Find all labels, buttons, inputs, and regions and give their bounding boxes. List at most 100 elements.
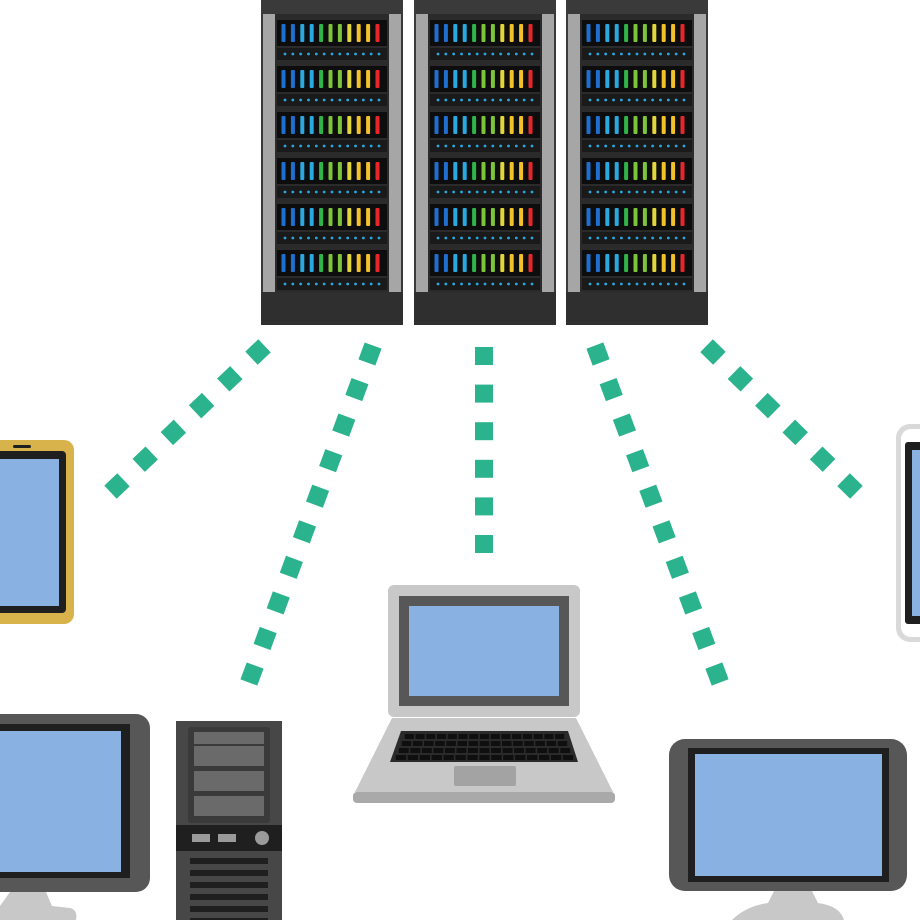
rack-status-dot [444,144,448,148]
tower-pc-bay-1 [194,732,264,744]
rack-led [614,208,619,226]
rack-led [472,70,477,88]
link-dash [700,339,726,365]
rack-led [509,162,514,180]
rack-led [633,162,638,180]
rack-led [281,162,286,180]
rack-status-dot [666,98,670,102]
laptop-key [437,734,447,739]
tower-vent-slat [190,882,268,888]
server-racks [261,0,708,325]
rack-status-dot [354,144,357,148]
rack-status-dot [444,236,448,240]
rack-status-dot [322,144,326,148]
rack-status-dot [307,190,310,194]
link-dash [692,626,716,651]
rack-led [434,208,439,226]
rack-status-dot [307,98,310,102]
rack-status-dot [674,236,678,240]
desktop-monitor-icon [0,714,150,920]
rack-led [328,116,333,134]
rack-status-dot [354,282,357,286]
rack-status-dot [659,98,662,102]
rack-unit [582,204,692,230]
rack-status-dot [467,98,471,102]
rack-led [500,162,505,180]
rack-status-dot [530,52,534,56]
rack-led [462,254,467,272]
rack-status-dot [666,144,670,148]
rack-status-dot [307,236,310,240]
rack-led [509,208,514,226]
rack-status-dot [530,236,534,240]
rack-status-dot [659,236,662,240]
rack-status-dot [530,190,534,194]
rack-status-dot [682,98,686,102]
link-dash [266,591,290,615]
rack-led [605,208,610,226]
rack-status-dot [530,282,534,286]
laptop-key [537,748,548,753]
rack-led [595,116,600,134]
rack-led [490,208,495,226]
laptop-key [419,755,430,760]
rack-status-dot [369,98,373,102]
rack-status-dot [635,282,639,286]
rack-status-dot [283,190,287,194]
laptop-base-edge [353,792,615,803]
rack-status-dot [612,98,615,102]
rack-status-dot [643,190,647,194]
rack-status-dot [377,98,381,102]
rack-status-dot [643,236,647,240]
rack-status-dot [467,144,471,148]
rack-status-dot [361,144,365,148]
rack-status-dot [619,236,623,240]
rack-led [462,70,467,88]
rack-led [595,254,600,272]
rack-status-dot [483,98,487,102]
rack-status-dots [277,186,387,198]
rack-status-dot [612,282,615,286]
rack-led [528,70,533,88]
link-dash [475,384,493,403]
link-dash [599,377,623,402]
rack-status-dot [322,236,326,240]
rack-status-dot [452,190,456,194]
rack-led [642,162,647,180]
network-link-phone [700,339,863,499]
rack-status-dot [483,236,487,240]
laptop-key [456,748,467,753]
rack-led [337,24,342,42]
rack-status-dot [299,52,303,56]
rack-status-dot [307,282,310,286]
rack-led [605,254,610,272]
tower-vent-slat [190,894,268,900]
rack-status-dot [314,190,318,194]
server-rack-icon [566,0,708,325]
laptop-key [491,748,501,753]
rack-status-dot [682,190,686,194]
rack-status-dot [299,98,303,102]
rack-unit [582,112,692,138]
rack-led [624,116,629,134]
rack-unit [277,66,387,92]
rack-led [309,254,314,272]
rack-status-dot [596,98,600,102]
rack-status-dot [346,98,350,102]
laptop-key [407,755,419,760]
rack-led [281,208,286,226]
rack-status-dot [291,98,295,102]
rack-unit [277,112,387,138]
rack-status-dot [483,190,487,194]
rack-status-dot [588,144,592,148]
rack-status-dot [643,52,647,56]
rack-status-dot [643,98,647,102]
rack-base [414,292,556,325]
rack-status-dot [627,282,631,286]
rack-status-dot [475,144,479,148]
rack-status-dot [322,52,326,56]
laptop-key [467,755,478,760]
rack-led [319,24,324,42]
rack-status-dot [491,98,495,102]
rack-led [356,24,361,42]
